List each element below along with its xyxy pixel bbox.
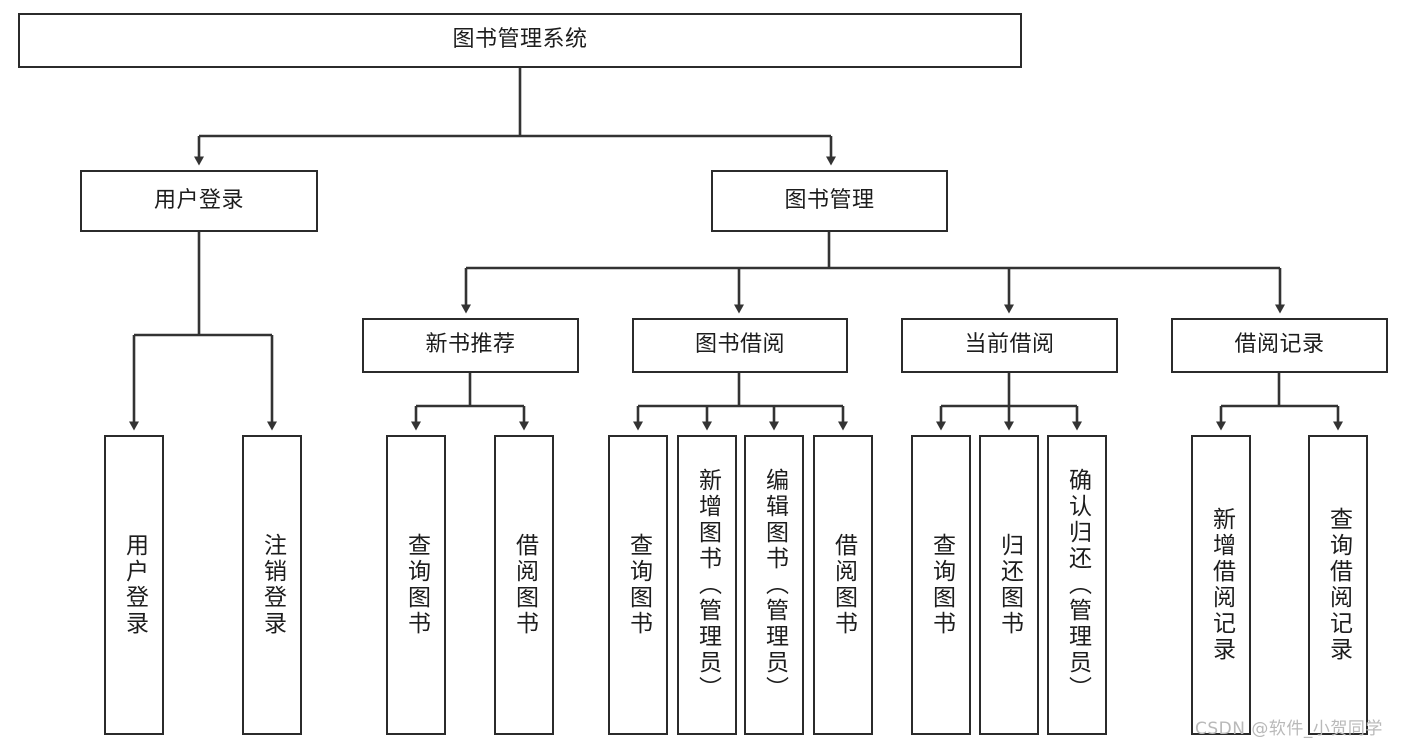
node-root-label: 图书管理系统 — [452, 27, 588, 53]
node-current-borrow[interactable]: 当前借阅 — [901, 318, 1118, 373]
node-leaf-add-record[interactable]: 新增借阅记录 — [1191, 435, 1251, 735]
node-user-login-label: 用户登录 — [153, 187, 244, 213]
node-leaf-query-record[interactable]: 查询借阅记录 — [1308, 435, 1368, 735]
node-leaf-query-record-label: 查询借阅记录 — [1325, 507, 1352, 663]
node-new-book-rec-label: 新书推荐 — [425, 332, 516, 358]
node-leaf-borrow-book-2[interactable]: 借阅图书 — [813, 435, 873, 735]
node-borrow-record-label: 借阅记录 — [1234, 332, 1325, 358]
node-leaf-borrow-book-1[interactable]: 借阅图书 — [494, 435, 554, 735]
csdn-watermark: CSDN @软件_小贺同学 — [1195, 719, 1383, 739]
node-leaf-borrow-book-2-label: 借阅图书 — [830, 533, 857, 637]
node-leaf-query-book-3-label: 查询图书 — [928, 533, 955, 637]
node-leaf-edit-book[interactable]: 编辑图书（管理员） — [744, 435, 804, 735]
node-user-login[interactable]: 用户登录 — [80, 170, 318, 232]
node-book-manage-label: 图书管理 — [784, 187, 875, 213]
node-leaf-query-book-1-label: 查询图书 — [403, 533, 430, 637]
node-leaf-user-logout[interactable]: 注销登录 — [242, 435, 302, 735]
node-leaf-return-book-label: 归还图书 — [996, 533, 1023, 637]
node-leaf-query-book-2-label: 查询图书 — [625, 533, 652, 637]
node-leaf-edit-book-label: 编辑图书（管理员） — [761, 468, 788, 702]
node-book-borrow-label: 图书借阅 — [694, 332, 785, 358]
node-leaf-user-login[interactable]: 用户登录 — [104, 435, 164, 735]
node-leaf-user-logout-label: 注销登录 — [259, 533, 286, 637]
node-leaf-query-book-2[interactable]: 查询图书 — [608, 435, 668, 735]
node-leaf-confirm-return-label: 确认归还（管理员） — [1064, 468, 1091, 702]
node-leaf-user-login-label: 用户登录 — [121, 533, 148, 637]
node-leaf-query-book-1[interactable]: 查询图书 — [386, 435, 446, 735]
node-root[interactable]: 图书管理系统 — [18, 13, 1022, 68]
node-leaf-borrow-book-1-label: 借阅图书 — [511, 533, 538, 637]
node-leaf-add-book[interactable]: 新增图书（管理员） — [677, 435, 737, 735]
node-new-book-rec[interactable]: 新书推荐 — [362, 318, 579, 373]
node-current-borrow-label: 当前借阅 — [964, 332, 1055, 358]
node-leaf-query-book-3[interactable]: 查询图书 — [911, 435, 971, 735]
node-leaf-confirm-return[interactable]: 确认归还（管理员） — [1047, 435, 1107, 735]
node-book-manage[interactable]: 图书管理 — [711, 170, 948, 232]
node-book-borrow[interactable]: 图书借阅 — [632, 318, 848, 373]
node-leaf-add-book-label: 新增图书（管理员） — [694, 468, 721, 702]
node-borrow-record[interactable]: 借阅记录 — [1171, 318, 1388, 373]
node-leaf-add-record-label: 新增借阅记录 — [1208, 507, 1235, 663]
node-leaf-return-book[interactable]: 归还图书 — [979, 435, 1039, 735]
